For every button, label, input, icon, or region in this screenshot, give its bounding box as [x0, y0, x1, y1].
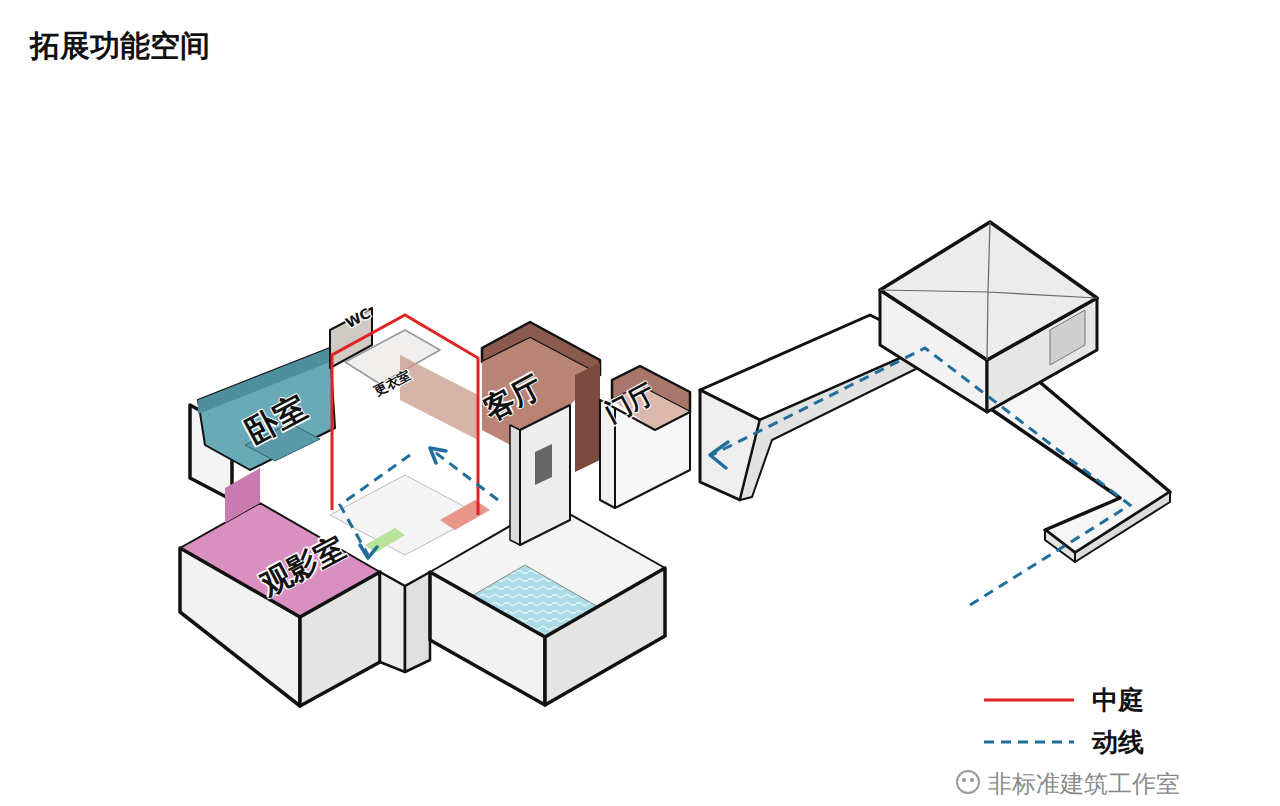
legend-line: [984, 741, 1074, 744]
legend-line-sample: [982, 694, 1078, 706]
legend-line-sample: [982, 736, 1078, 748]
legend-line: [984, 699, 1074, 702]
legend-row: 动线: [982, 724, 1144, 760]
legend-text: 动线: [1092, 725, 1144, 760]
legend-row: 中庭: [982, 682, 1144, 718]
legend-text: 中庭: [1092, 683, 1144, 718]
diagram-title: 拓展功能空间: [30, 26, 210, 67]
watermark-text: 非标准建筑工作室: [988, 768, 1180, 800]
